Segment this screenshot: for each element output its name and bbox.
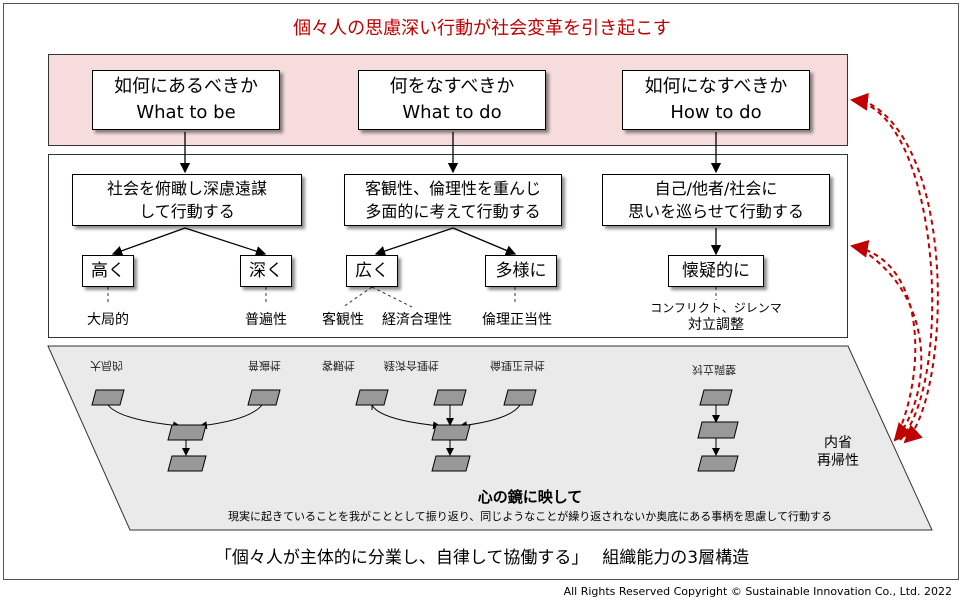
copyright-text: All Rights Reserved Copyright © Sustaina…: [563, 585, 952, 598]
quality-box-5: 懐疑的に: [668, 255, 764, 287]
how-to-do-box: 如何になすべきか How to do: [622, 70, 810, 130]
how-to-do-jp: 如何になすべきか: [644, 76, 788, 97]
quality-box-3: 広く: [346, 255, 398, 287]
aspect-label-3: 客観性: [322, 312, 364, 328]
aspect-label-2: 普遍性: [245, 312, 287, 328]
action-box-2: 客観性、倫理性を重んじ 多面的に考えて行動する: [344, 174, 562, 226]
what-to-be-jp: 如何にあるべきか: [114, 76, 258, 97]
outer-frame: [3, 3, 959, 580]
mini-box: [91, 389, 125, 406]
footer-statement: 「個々人が主体的に分業し、自律して協働する」 組織能力の3層構造: [214, 548, 750, 568]
aspect-label-5: 倫理正当性: [482, 312, 552, 328]
what-to-be-en: What to be: [136, 102, 236, 123]
what-to-do-box: 何をなすべきか What to do: [358, 70, 546, 130]
mirror-caption: 現実に起きていることを我がこととして振り返り、同じようなことが繰り返されないか奥…: [228, 510, 832, 523]
quality-box-4: 多様に: [485, 255, 557, 287]
aspect-label-6b: 対立調整: [688, 317, 744, 333]
action-box-1: 社会を俯瞰し深慮遠謀 して行動する: [72, 174, 302, 226]
aspect-label-4: 経済合理性: [382, 312, 452, 328]
quality-box-2: 深く: [240, 255, 292, 287]
aspect-label-1: 大局的: [87, 312, 129, 328]
action-box-3: 自己/他者/社会に 思いを巡らせて行動する: [602, 174, 830, 226]
introspection-label: 内省 再帰性: [817, 435, 859, 469]
diagram-title: 個々人の思慮深い行動が社会変革を引き起こす: [293, 18, 671, 39]
aspect-label-6a: コンフリクト、ジレンマ: [650, 301, 782, 315]
mirror-heading: 心の鏡に映して: [477, 488, 583, 506]
how-to-do-en: How to do: [670, 102, 762, 123]
what-to-do-en: What to do: [402, 102, 502, 123]
what-to-do-jp: 何をなすべきか: [389, 76, 515, 97]
what-to-be-box: 如何にあるべきか What to be: [92, 70, 280, 130]
quality-box-1: 高く: [82, 255, 134, 287]
